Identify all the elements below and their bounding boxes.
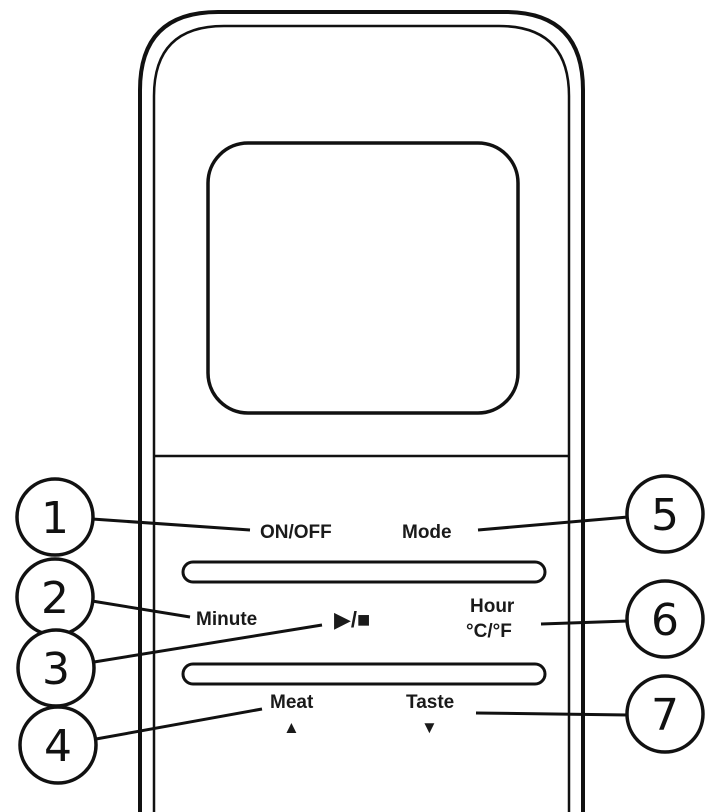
leader-line-7 bbox=[475, 711, 629, 717]
callout-number-5: 5 bbox=[651, 490, 679, 541]
leader-line-5 bbox=[477, 515, 629, 532]
callout-circle-5 bbox=[625, 474, 705, 554]
taste-down-arrow[interactable]: ▼ bbox=[421, 718, 438, 737]
separator-bar-upper bbox=[181, 560, 547, 584]
minute-button-label[interactable]: Minute bbox=[196, 609, 257, 630]
mode-button-label[interactable]: Mode bbox=[402, 522, 452, 543]
leader-line-2 bbox=[91, 599, 191, 619]
device-inner-outline bbox=[152, 24, 571, 812]
callout-number-7: 7 bbox=[651, 690, 679, 741]
leader-line-6 bbox=[540, 619, 629, 626]
temp-unit-button-label[interactable]: °C/°F bbox=[466, 621, 512, 642]
display-screen bbox=[206, 141, 520, 415]
leader-line-3 bbox=[93, 623, 323, 664]
on-off-button-label[interactable]: ON/OFF bbox=[260, 522, 332, 543]
callout-number-2: 2 bbox=[41, 573, 69, 624]
device-outer-outline bbox=[138, 10, 585, 812]
meat-button-label[interactable]: Meat bbox=[270, 692, 314, 713]
callout-number-4: 4 bbox=[44, 721, 72, 772]
callout-circle-1 bbox=[15, 477, 95, 557]
leader-line-1 bbox=[91, 517, 251, 532]
callout-number-3: 3 bbox=[42, 644, 70, 695]
callout-circle-4 bbox=[18, 705, 98, 785]
hour-button-label[interactable]: Hour bbox=[470, 596, 515, 617]
meat-up-arrow[interactable]: ▲ bbox=[283, 718, 300, 737]
leader-line-4 bbox=[95, 707, 263, 741]
callout-circle-7 bbox=[625, 674, 705, 754]
play-stop-button-label[interactable]: ▶/■ bbox=[334, 607, 370, 632]
callout-number-1: 1 bbox=[41, 493, 69, 544]
separator-bar-lower bbox=[181, 662, 547, 686]
callout-circle-6 bbox=[625, 579, 705, 659]
callout-number-6: 6 bbox=[651, 595, 679, 646]
taste-button-label[interactable]: Taste bbox=[406, 692, 454, 713]
